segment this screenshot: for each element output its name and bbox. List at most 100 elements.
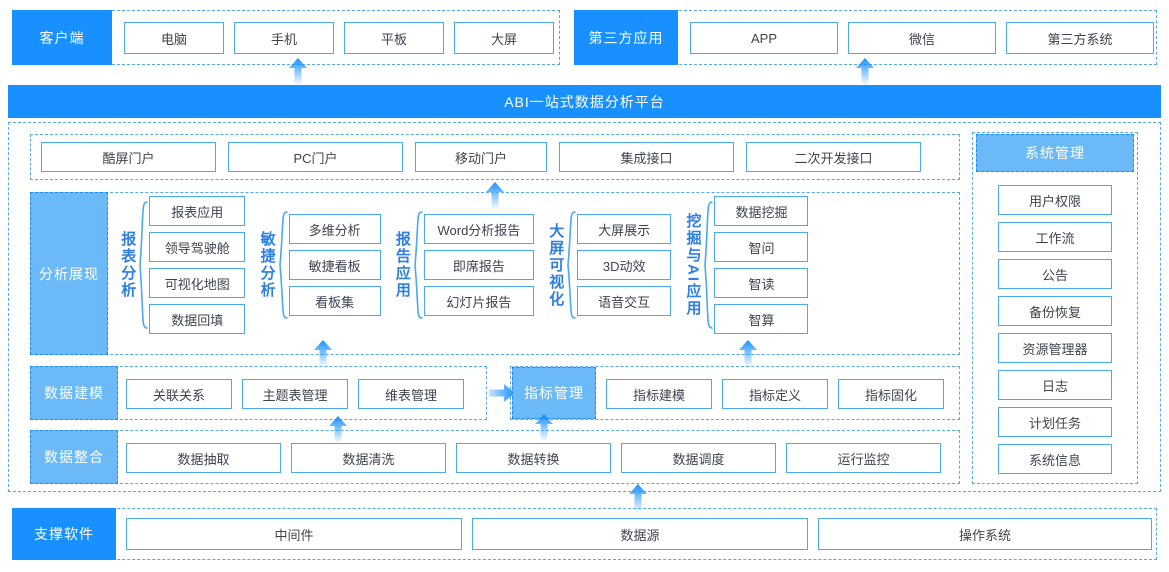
modeling-item-list: 关联关系 主题表管理 维表管理: [126, 379, 464, 409]
third-party-item-2[interactable]: 第三方系统: [1006, 22, 1154, 54]
system-management-item-4[interactable]: 资源管理器: [998, 333, 1112, 363]
system-management-item-3[interactable]: 备份恢复: [998, 296, 1112, 326]
arrow-up-to-analysis-left: [313, 340, 333, 366]
analysis-group-0-items: 报表应用 领导驾驶舱 可视化地图 数据回填: [149, 196, 246, 334]
arrow-up-to-client: [288, 58, 308, 84]
modeling-header: 数据建模: [30, 366, 118, 420]
analysis-group-3-items: 大屏展示 3D动效 语音交互: [577, 214, 672, 316]
brace-icon: [276, 211, 288, 319]
system-management-item-0[interactable]: 用户权限: [998, 185, 1112, 215]
analysis-group-3-label: 大屏可视化: [547, 222, 565, 308]
analysis-item-3-1[interactable]: 3D动效: [577, 250, 672, 280]
analysis-item-4-2[interactable]: 智读: [714, 268, 809, 298]
portal-item-list: 酷屏门户 PC门户 移动门户 集成接口 二次开发接口: [41, 142, 921, 172]
arrow-up-to-integration: [628, 484, 648, 512]
portal-item-0[interactable]: 酷屏门户: [41, 142, 216, 172]
modeling-item-1[interactable]: 主题表管理: [242, 379, 348, 409]
arrow-up-to-modeling: [328, 416, 348, 442]
system-management-item-1[interactable]: 工作流: [998, 222, 1112, 252]
client-item-2[interactable]: 平板: [344, 22, 444, 54]
arrow-up-to-metrics: [534, 414, 554, 440]
analysis-item-3-2[interactable]: 语音交互: [577, 286, 672, 316]
analysis-item-4-3[interactable]: 智算: [714, 304, 809, 334]
analysis-group-1: 敏捷分析 多维分析 敏捷看板 看板集: [258, 211, 381, 319]
analysis-group-2-items: Word分析报告 即席报告 幻灯片报告: [423, 214, 534, 316]
analysis-group-0-label: 报表分析: [119, 231, 137, 299]
analysis-header: 分析展现: [30, 192, 108, 355]
arrow-up-to-portal: [485, 182, 505, 208]
support-item-2[interactable]: 操作系统: [818, 518, 1152, 550]
client-header: 客户端: [12, 10, 112, 65]
analysis-group-list: 报表分析 报表应用 领导驾驶舱 可视化地图 数据回填 敏捷分析: [119, 196, 809, 334]
analysis-group-1-label: 敏捷分析: [258, 231, 276, 299]
metrics-region: [510, 366, 960, 420]
client-item-0[interactable]: 电脑: [124, 22, 224, 54]
analysis-item-0-3[interactable]: 数据回填: [149, 304, 246, 334]
integration-header: 数据整合: [30, 430, 118, 484]
modeling-item-2[interactable]: 维表管理: [358, 379, 464, 409]
third-party-item-list: APP 微信 第三方系统: [690, 22, 1154, 54]
integration-item-1[interactable]: 数据清洗: [291, 443, 446, 473]
system-management-item-2[interactable]: 公告: [998, 259, 1112, 289]
system-management-item-list: 用户权限 工作流 公告 备份恢复 资源管理器 日志 计划任务 系统信息: [998, 185, 1112, 474]
integration-item-4[interactable]: 运行监控: [786, 443, 941, 473]
analysis-group-4: 挖掘与AI应用 数据挖掘 智问 智读 智算: [684, 196, 809, 334]
analysis-item-1-2[interactable]: 看板集: [288, 286, 381, 316]
integration-item-2[interactable]: 数据转换: [456, 443, 611, 473]
analysis-item-0-1[interactable]: 领导驾驶舱: [149, 232, 246, 262]
client-item-3[interactable]: 大屏: [454, 22, 554, 54]
system-management-item-7[interactable]: 系统信息: [998, 444, 1112, 474]
analysis-group-4-label: 挖掘与AI应用: [684, 213, 702, 317]
portal-item-2[interactable]: 移动门户: [415, 142, 547, 172]
analysis-group-1-items: 多维分析 敏捷看板 看板集: [288, 214, 381, 316]
brace-icon: [411, 211, 423, 319]
client-item-list: 电脑 手机 平板 大屏: [124, 22, 554, 54]
client-item-1[interactable]: 手机: [234, 22, 334, 54]
support-item-0[interactable]: 中间件: [126, 518, 462, 550]
portal-item-4[interactable]: 二次开发接口: [746, 142, 921, 172]
metrics-header: 指标管理: [512, 367, 596, 419]
arrow-up-to-analysis-right: [738, 340, 758, 366]
analysis-group-3: 大屏可视化 大屏展示 3D动效 语音交互: [547, 211, 672, 319]
system-management-header: 系统管理: [976, 134, 1134, 172]
brace-icon: [701, 201, 714, 329]
support-header: 支撑软件: [12, 508, 116, 560]
analysis-item-2-0[interactable]: Word分析报告: [423, 214, 534, 244]
analysis-item-0-0[interactable]: 报表应用: [149, 196, 246, 226]
platform-outer-region: [8, 122, 1161, 492]
third-party-item-1[interactable]: 微信: [848, 22, 996, 54]
analysis-item-4-1[interactable]: 智问: [714, 232, 809, 262]
analysis-item-1-1[interactable]: 敏捷看板: [288, 250, 381, 280]
portal-item-3[interactable]: 集成接口: [559, 142, 734, 172]
arrow-right-modeling-to-metrics: [489, 383, 515, 403]
analysis-item-4-0[interactable]: 数据挖掘: [714, 196, 809, 226]
integration-item-3[interactable]: 数据调度: [621, 443, 776, 473]
system-management-item-5[interactable]: 日志: [998, 370, 1112, 400]
brace-icon: [136, 201, 149, 329]
analysis-item-2-2[interactable]: 幻灯片报告: [423, 286, 534, 316]
analysis-item-3-0[interactable]: 大屏展示: [577, 214, 672, 244]
metrics-item-2[interactable]: 指标固化: [838, 379, 944, 409]
analysis-item-1-0[interactable]: 多维分析: [288, 214, 381, 244]
system-management-item-6[interactable]: 计划任务: [998, 407, 1112, 437]
analysis-item-2-1[interactable]: 即席报告: [423, 250, 534, 280]
support-item-1[interactable]: 数据源: [472, 518, 808, 550]
integration-item-0[interactable]: 数据抽取: [126, 443, 281, 473]
portal-item-1[interactable]: PC门户: [228, 142, 403, 172]
metrics-item-0[interactable]: 指标建模: [606, 379, 712, 409]
analysis-group-4-items: 数据挖掘 智问 智读 智算: [714, 196, 809, 334]
portal-region: [30, 134, 960, 180]
modeling-item-0[interactable]: 关联关系: [126, 379, 232, 409]
metrics-item-list: 指标建模 指标定义 指标固化: [606, 379, 944, 409]
analysis-item-0-2[interactable]: 可视化地图: [149, 268, 246, 298]
system-management-region: [972, 132, 1138, 484]
integration-item-list: 数据抽取 数据清洗 数据转换 数据调度 运行监控: [126, 443, 941, 473]
third-party-item-0[interactable]: APP: [690, 22, 838, 54]
platform-banner: ABI一站式数据分析平台: [8, 85, 1161, 118]
analysis-group-2-label: 报告应用: [393, 231, 411, 299]
brace-icon: [564, 211, 576, 319]
arrow-up-to-third-party: [855, 58, 875, 84]
metrics-item-1[interactable]: 指标定义: [722, 379, 828, 409]
analysis-group-0: 报表分析 报表应用 领导驾驶舱 可视化地图 数据回填: [119, 196, 246, 334]
